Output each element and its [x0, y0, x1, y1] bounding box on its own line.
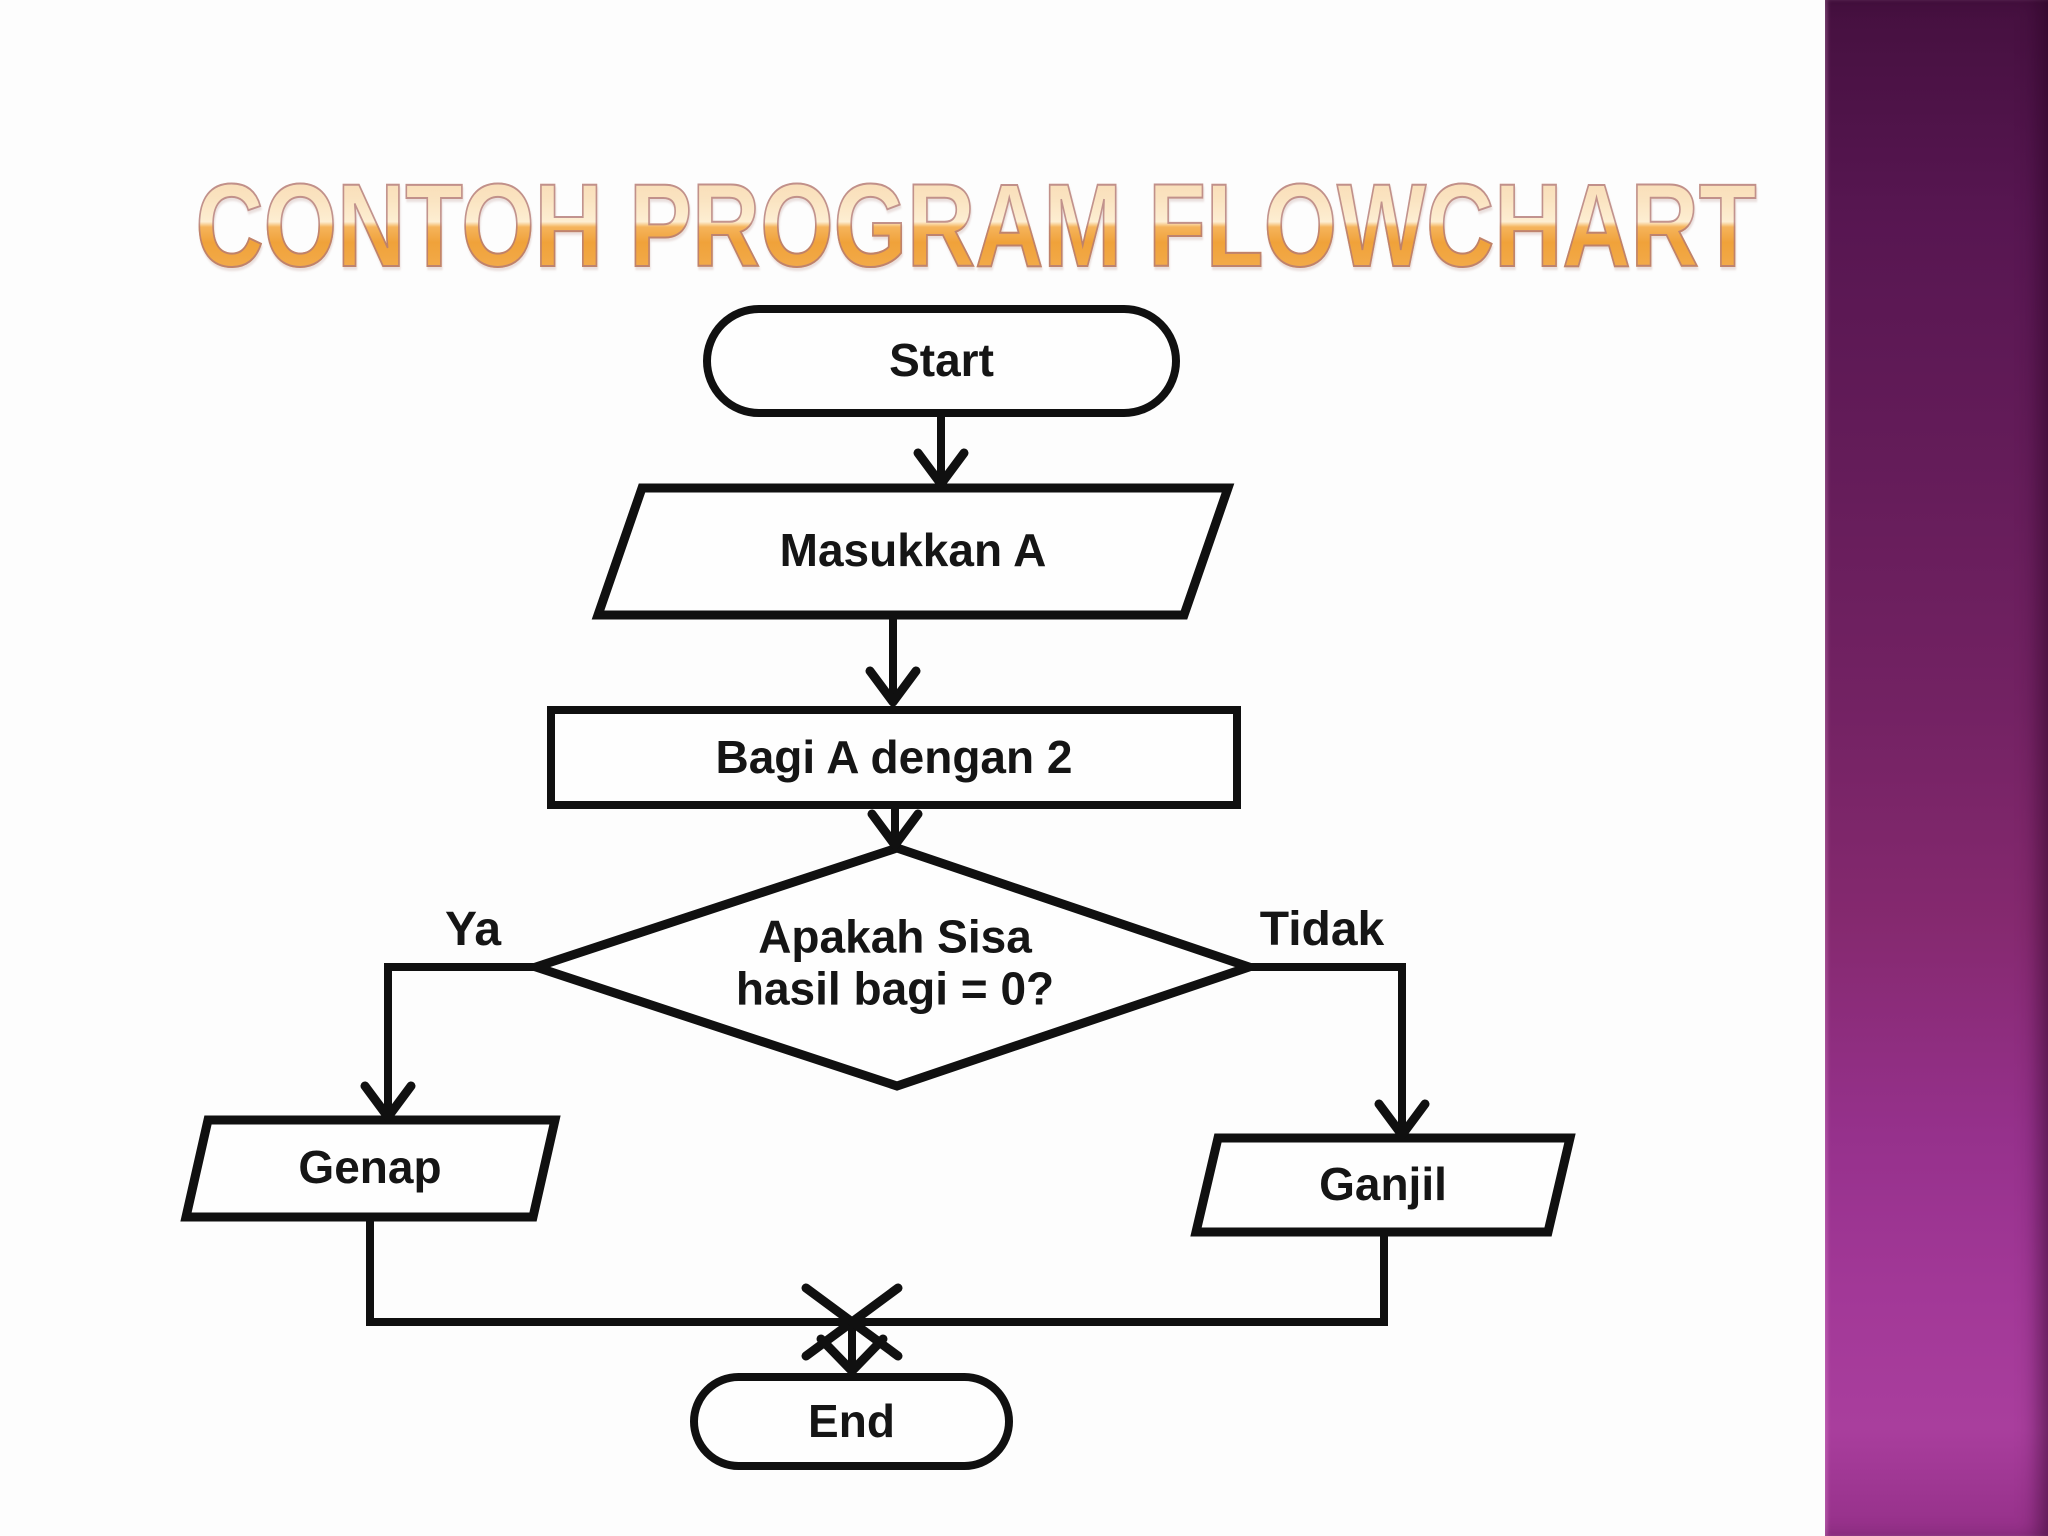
arrowhead-down-icon — [867, 809, 923, 850]
arrowhead-down-icon — [865, 666, 921, 707]
decision-label-line1: Apakah Sisa — [758, 910, 1032, 963]
ganjil-parallelogram-shape — [1190, 1133, 1576, 1237]
connector-decision-no — [1247, 963, 1406, 1130]
decision-label: Apakah Sisa hasil bagi = 0? — [736, 911, 1054, 1014]
connector-ganjil-to-merge — [859, 1228, 1388, 1326]
arrowhead-down-icon — [816, 1334, 888, 1376]
slide-title: CONTOH PROGRAM FLOWCHART — [195, 160, 1758, 292]
decision-diamond-shape — [521, 843, 1264, 1091]
end-label: End — [808, 1394, 895, 1447]
input-label: Masukkan A — [779, 524, 1047, 577]
end-node: End — [690, 1373, 1013, 1470]
decision-label-line2: hasil bagi = 0? — [735, 962, 1055, 1014]
arrowhead-down-icon — [913, 448, 969, 489]
arrowhead-down-icon — [360, 1081, 416, 1122]
process-node: Bagi A dengan 2 — [547, 706, 1241, 809]
branch-yes-label: Ya — [444, 903, 502, 957]
accent-bar — [1825, 0, 2048, 1536]
start-node: Start — [703, 305, 1180, 417]
process-label: Bagi A dengan 2 — [715, 730, 1073, 783]
genap-label: Genap — [298, 1141, 442, 1194]
input-parallelogram-shape — [591, 483, 1235, 620]
branch-no-label: Tidak — [1259, 903, 1385, 957]
connector-decision-yes — [384, 963, 538, 1112]
connector-genap-to-merge — [366, 1212, 845, 1326]
start-label: Start — [889, 334, 994, 387]
ganjil-label: Ganjil — [1319, 1158, 1447, 1211]
genap-parallelogram-shape — [180, 1115, 561, 1222]
arrowhead-down-icon — [1374, 1099, 1430, 1140]
